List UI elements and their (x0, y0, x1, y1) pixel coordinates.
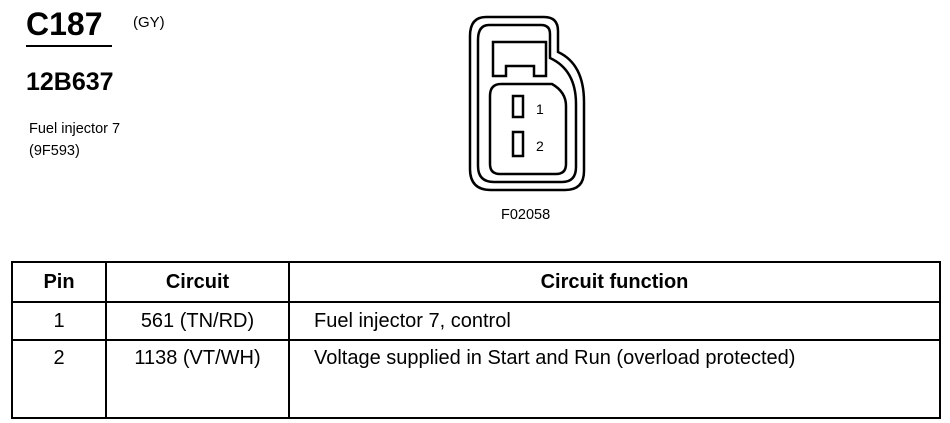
table-header-row: Pin Circuit Circuit function (11, 261, 941, 303)
connector-inner-outline (476, 23, 578, 184)
connector-latch (491, 40, 548, 78)
table-row: 1 561 (TN/RD) Fuel injector 7, control (11, 301, 941, 341)
connector-cavity-area (488, 82, 568, 176)
cell-circuit: 561 (TN/RD) (105, 301, 290, 341)
pin-table: Pin Circuit Circuit function 1 561 (TN/R… (11, 261, 941, 419)
table-row: 2 1138 (VT/WH) Voltage supplied in Start… (11, 339, 941, 419)
part-number: 12B637 (26, 68, 114, 96)
component-description: Fuel injector 7 (29, 121, 121, 137)
cell-pin: 1 (11, 301, 107, 341)
cell-circuit: 1138 (VT/WH) (105, 339, 290, 419)
cell-circuit-function: Voltage supplied in Start and Run (overl… (288, 339, 941, 419)
header-circuit-function: Circuit function (288, 261, 941, 303)
pin-2-label: 2 (536, 138, 544, 154)
connector-id: C187 (26, 6, 103, 42)
pin-1-label: 1 (536, 101, 544, 117)
connector-color-code: (GY) (133, 14, 165, 31)
pin-2-terminal (511, 130, 525, 158)
pin-1-terminal (511, 94, 525, 119)
figure-code: F02058 (501, 207, 551, 223)
cell-circuit-function: Fuel injector 7, control (288, 301, 941, 341)
connector-face-diagram: 1 2 (468, 15, 586, 192)
cell-pin: 2 (11, 339, 107, 419)
component-part-code: (9F593) (29, 143, 80, 159)
connector-id-underline (26, 45, 112, 47)
header-circuit: Circuit (105, 261, 290, 303)
header-pin: Pin (11, 261, 107, 303)
connector-outer-housing (468, 15, 586, 192)
